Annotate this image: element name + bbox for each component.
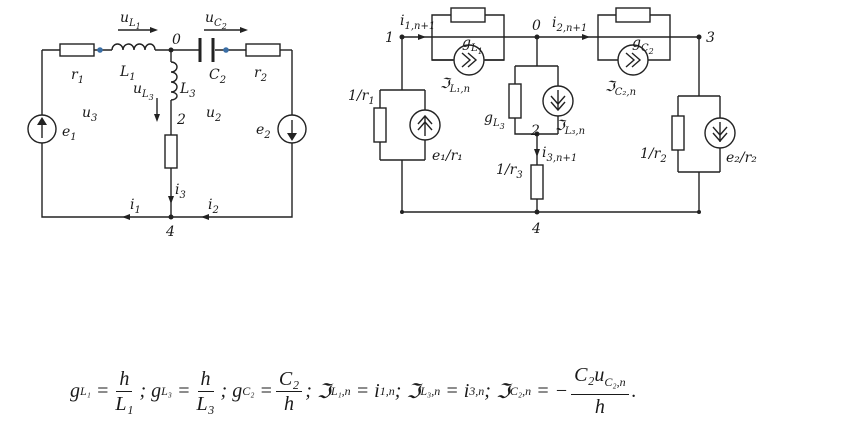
conductance-1-r1: [373, 107, 387, 143]
label-node-0: 0: [172, 32, 181, 48]
label-u2: u2: [206, 105, 221, 124]
label-e1: e1: [62, 124, 77, 143]
label-r2: r2: [254, 65, 267, 84]
node-4: [534, 209, 540, 215]
junction: [697, 210, 701, 214]
conductance-gL3: [508, 83, 522, 119]
label-node-2: 2: [530, 123, 540, 139]
label-u3: u3: [82, 105, 97, 124]
arrow-i2: [201, 214, 209, 220]
current-source-e1-r1: [409, 109, 441, 141]
arrow-i3: [168, 196, 174, 204]
label-gL1: gL1: [462, 35, 483, 56]
label-node-3: 3: [706, 30, 715, 46]
label-e1-r1: e₁/r₁: [432, 148, 463, 164]
arrow-i1n: [418, 34, 426, 40]
label-e2: e2: [256, 122, 271, 141]
label-node-2: 2: [176, 112, 186, 128]
label-e2-r2: e₂/r₂: [726, 150, 757, 166]
arrow-i3n: [534, 149, 540, 157]
arrow-i1: [122, 214, 130, 220]
current-source-JL1: [453, 44, 485, 76]
resistor-r2: [245, 43, 281, 57]
label-node-1: 1: [385, 30, 394, 46]
label-node-4: 4: [531, 221, 541, 237]
inductor-L1: [111, 43, 156, 51]
node-4: [168, 214, 174, 220]
label-gL3: gL3: [484, 110, 505, 131]
label-i3n: i3,n+1: [542, 145, 577, 164]
label-C2: C2: [209, 67, 226, 86]
arrow-i2n: [582, 34, 590, 40]
capacitor-C2: [198, 38, 215, 62]
label-L3: L3: [179, 81, 196, 100]
inductor-L3: [170, 61, 178, 101]
label-JL3: ℑL₃,n: [555, 118, 585, 137]
conductance-gL1: [450, 7, 486, 23]
node-3: [696, 34, 702, 40]
label-JL1: ℑL₁,n: [440, 76, 470, 95]
label-uL1: uL1: [120, 10, 141, 31]
label-r1: r1: [71, 67, 84, 86]
node-2: [534, 131, 540, 137]
label-JC2: ℑC₂,n: [605, 79, 636, 98]
label-1-r2: 1/r2: [640, 146, 667, 165]
label-1-r1: 1/r1: [348, 88, 375, 107]
label-1-r3: 1/r3: [496, 162, 523, 181]
label-i1n: i1,n+1: [400, 13, 435, 32]
conductance-gC2: [615, 7, 651, 23]
marker-dot: [97, 47, 103, 53]
right-circuit: 1 0 3 2 4 i1,n+1 i2,n+1 i3,n+1 gL1 gC2 g…: [348, 7, 757, 237]
arrow-uL1: [118, 27, 158, 33]
current-source-JC2: [617, 44, 649, 76]
node-0: [534, 34, 540, 40]
label-i2n: i2,n+1: [552, 15, 587, 34]
current-source-JL3: [542, 85, 574, 117]
arrow-uC2: [204, 27, 248, 33]
marker-dot: [223, 47, 229, 53]
source-e2: [277, 114, 307, 144]
source-e1: [27, 114, 57, 144]
node-0: [168, 47, 174, 53]
left-circuit: 0 2 4 r1 L1 L3 C2 r2 uL1 uC2 uL3 u3 u2 e…: [27, 10, 307, 240]
label-L1: L1: [119, 64, 136, 83]
label-i1: i1: [130, 197, 141, 216]
label-node-4: 4: [165, 224, 175, 240]
label-gC2: gC2: [632, 35, 654, 56]
node-1: [399, 34, 405, 40]
resistor-r3: [164, 134, 178, 169]
label-uL3: uL3: [133, 81, 154, 102]
label-uC2: uC2: [205, 10, 227, 31]
resistor-r1: [59, 43, 95, 57]
conductance-1-r2: [671, 115, 685, 151]
conductance-1-r3: [530, 164, 544, 200]
arrow-uL3: [154, 98, 160, 122]
label-i3: i3: [175, 182, 186, 201]
label-node-0: 0: [532, 18, 541, 34]
label-i2: i2: [208, 197, 219, 216]
junction: [400, 210, 404, 214]
current-source-e2-r2: [704, 117, 736, 149]
